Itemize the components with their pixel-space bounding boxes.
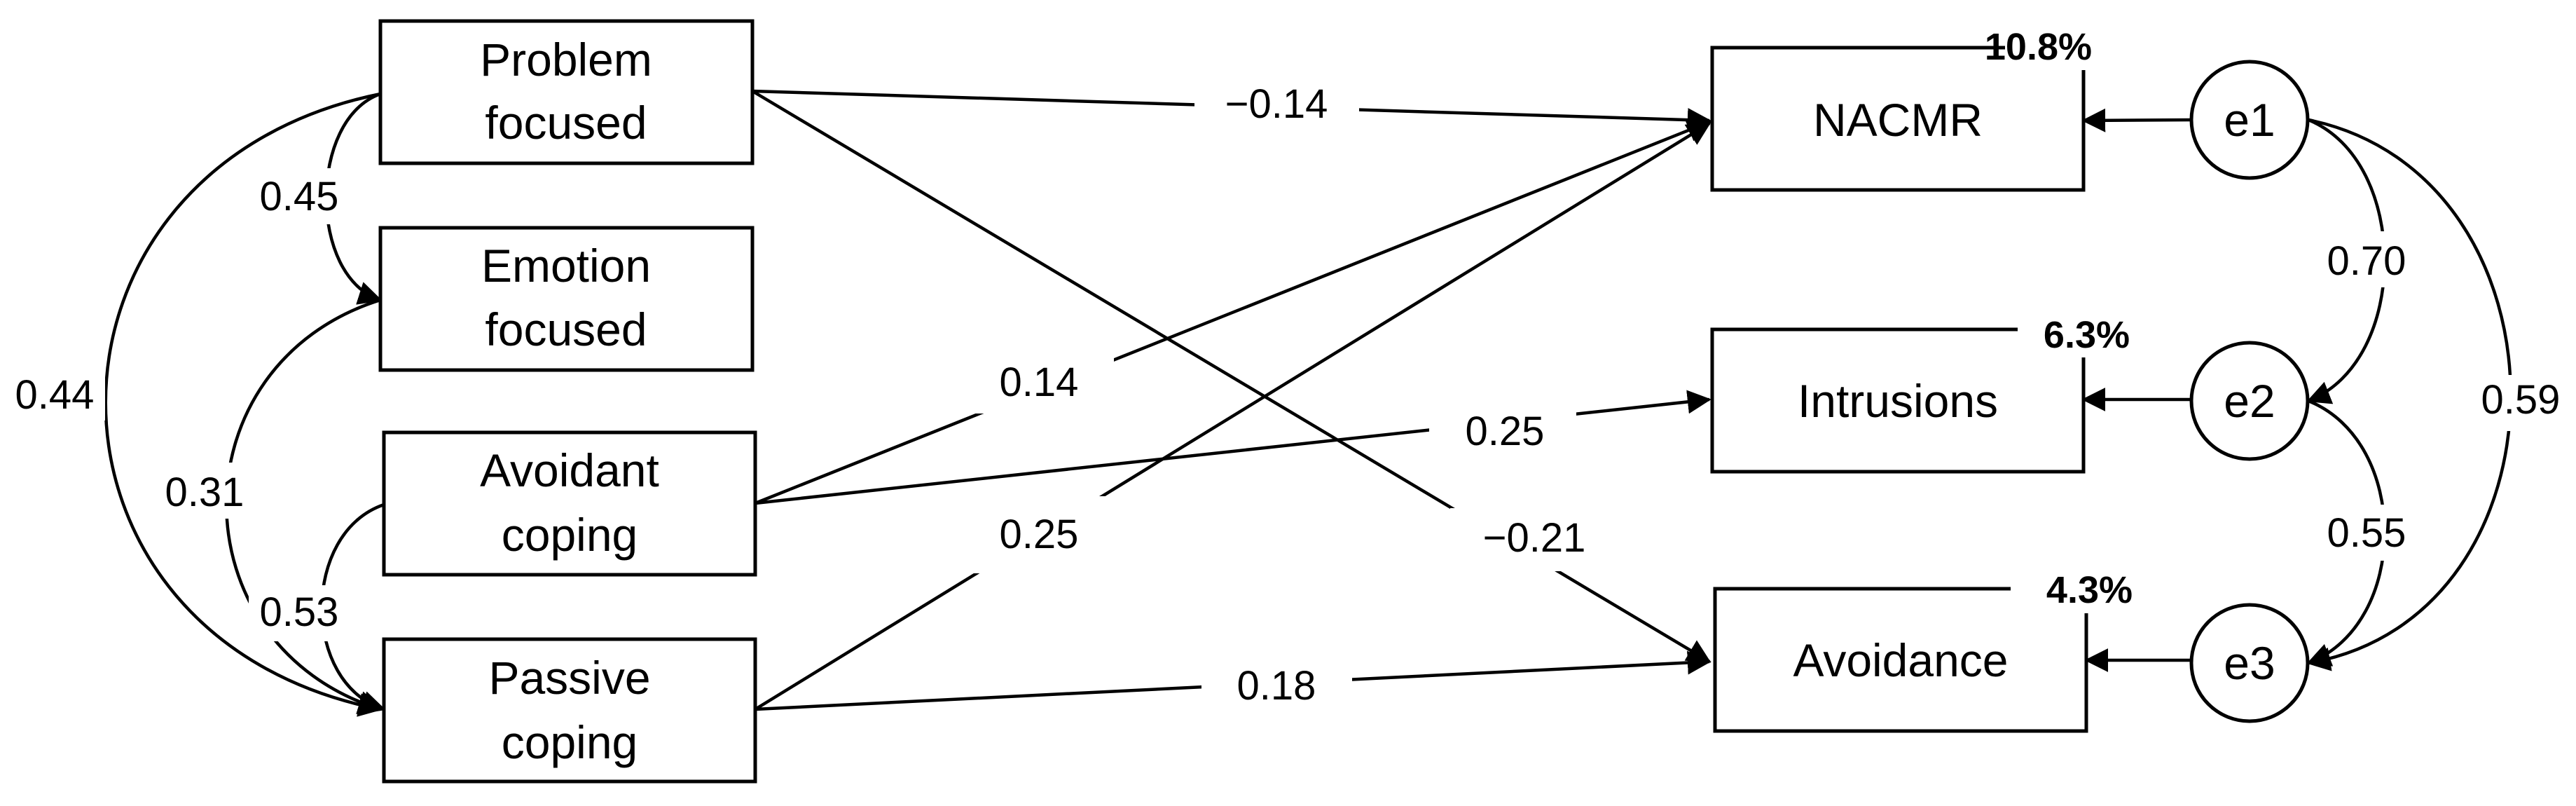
node-avoidant-coping-line2: coping bbox=[502, 509, 638, 561]
node-problem-focused-line2: focused bbox=[485, 97, 647, 149]
variance-avoidance: 4.3% bbox=[2046, 569, 2133, 611]
edge-labels: 0.45 0.44 0.31 0.53 −0.14 0.14 0.25 0.25… bbox=[7, 76, 2571, 715]
node-passive-coping: Passive coping bbox=[382, 637, 757, 784]
label-path-passive-avoidance: 0.18 bbox=[1237, 663, 1316, 709]
node-e2-label: e2 bbox=[2224, 375, 2275, 427]
corr-problem-passive bbox=[104, 78, 404, 717]
label-corr-e1-e3: 0.59 bbox=[2481, 377, 2561, 423]
label-corr-avoidant-passive: 0.53 bbox=[260, 589, 339, 635]
node-e3: e3 bbox=[2189, 603, 2310, 723]
label-path-problem-nacmr: −0.14 bbox=[1225, 81, 1328, 127]
label-path-passive-nacmr: 0.25 bbox=[1000, 512, 1079, 557]
node-e2: e2 bbox=[2189, 341, 2310, 461]
node-problem-focused: Problem focused bbox=[378, 19, 755, 165]
label-corr-emotion-passive: 0.31 bbox=[165, 470, 244, 515]
variance-intrusions: 6.3% bbox=[2044, 314, 2130, 356]
node-emotion-focused: Emotion focused bbox=[378, 226, 755, 372]
node-intrusions-label: Intrusions bbox=[1798, 375, 1998, 427]
node-avoidance-label: Avoidance bbox=[1793, 634, 2008, 686]
node-passive-coping-line1: Passive bbox=[488, 652, 650, 704]
path-avoidant-nacmr bbox=[755, 118, 1711, 505]
label-corr-e2-e3: 0.55 bbox=[2327, 510, 2406, 556]
predictor-nodes: Problem focused Emotion focused Avoidant… bbox=[378, 19, 757, 784]
arrow-e1-nacmr bbox=[2081, 108, 2193, 132]
path-problem-avoidance bbox=[751, 90, 1711, 663]
node-nacmr: NACMR 10.8% bbox=[1710, 21, 2135, 192]
label-path-avoidant-intrusions: 0.25 bbox=[1466, 409, 1545, 454]
node-e1: e1 bbox=[2189, 60, 2310, 180]
node-e1-label: e1 bbox=[2224, 94, 2275, 146]
node-problem-focused-line1: Problem bbox=[480, 34, 652, 86]
node-e3-label: e3 bbox=[2224, 637, 2275, 689]
node-emotion-focused-line1: Emotion bbox=[481, 240, 651, 292]
label-corr-e1-e2: 0.70 bbox=[2327, 238, 2406, 284]
node-intrusions: Intrusions 6.3% bbox=[1710, 308, 2137, 474]
node-nacmr-label: NACMR bbox=[1813, 94, 1983, 146]
edges bbox=[104, 75, 2512, 717]
node-avoidant-coping: Avoidant coping bbox=[382, 430, 757, 577]
outcome-nodes: NACMR 10.8% Intrusions 6.3% Avoidance 4.… bbox=[1710, 21, 2137, 733]
node-passive-coping-line2: coping bbox=[502, 716, 638, 768]
path-passive-nacmr bbox=[754, 122, 1711, 711]
label-corr-problem-emotion: 0.45 bbox=[260, 174, 339, 219]
node-avoidant-coping-line1: Avoidant bbox=[480, 444, 659, 496]
label-path-avoidant-nacmr: 0.14 bbox=[1000, 360, 1079, 405]
label-corr-problem-passive: 0.44 bbox=[15, 372, 95, 418]
error-nodes: e1 e2 e3 bbox=[2189, 60, 2310, 723]
node-emotion-focused-line2: focused bbox=[485, 303, 647, 355]
label-path-problem-avoidance: −0.21 bbox=[1483, 515, 1586, 561]
variance-nacmr: 10.8% bbox=[1985, 26, 2092, 68]
node-avoidance: Avoidance 4.3% bbox=[1713, 564, 2137, 733]
